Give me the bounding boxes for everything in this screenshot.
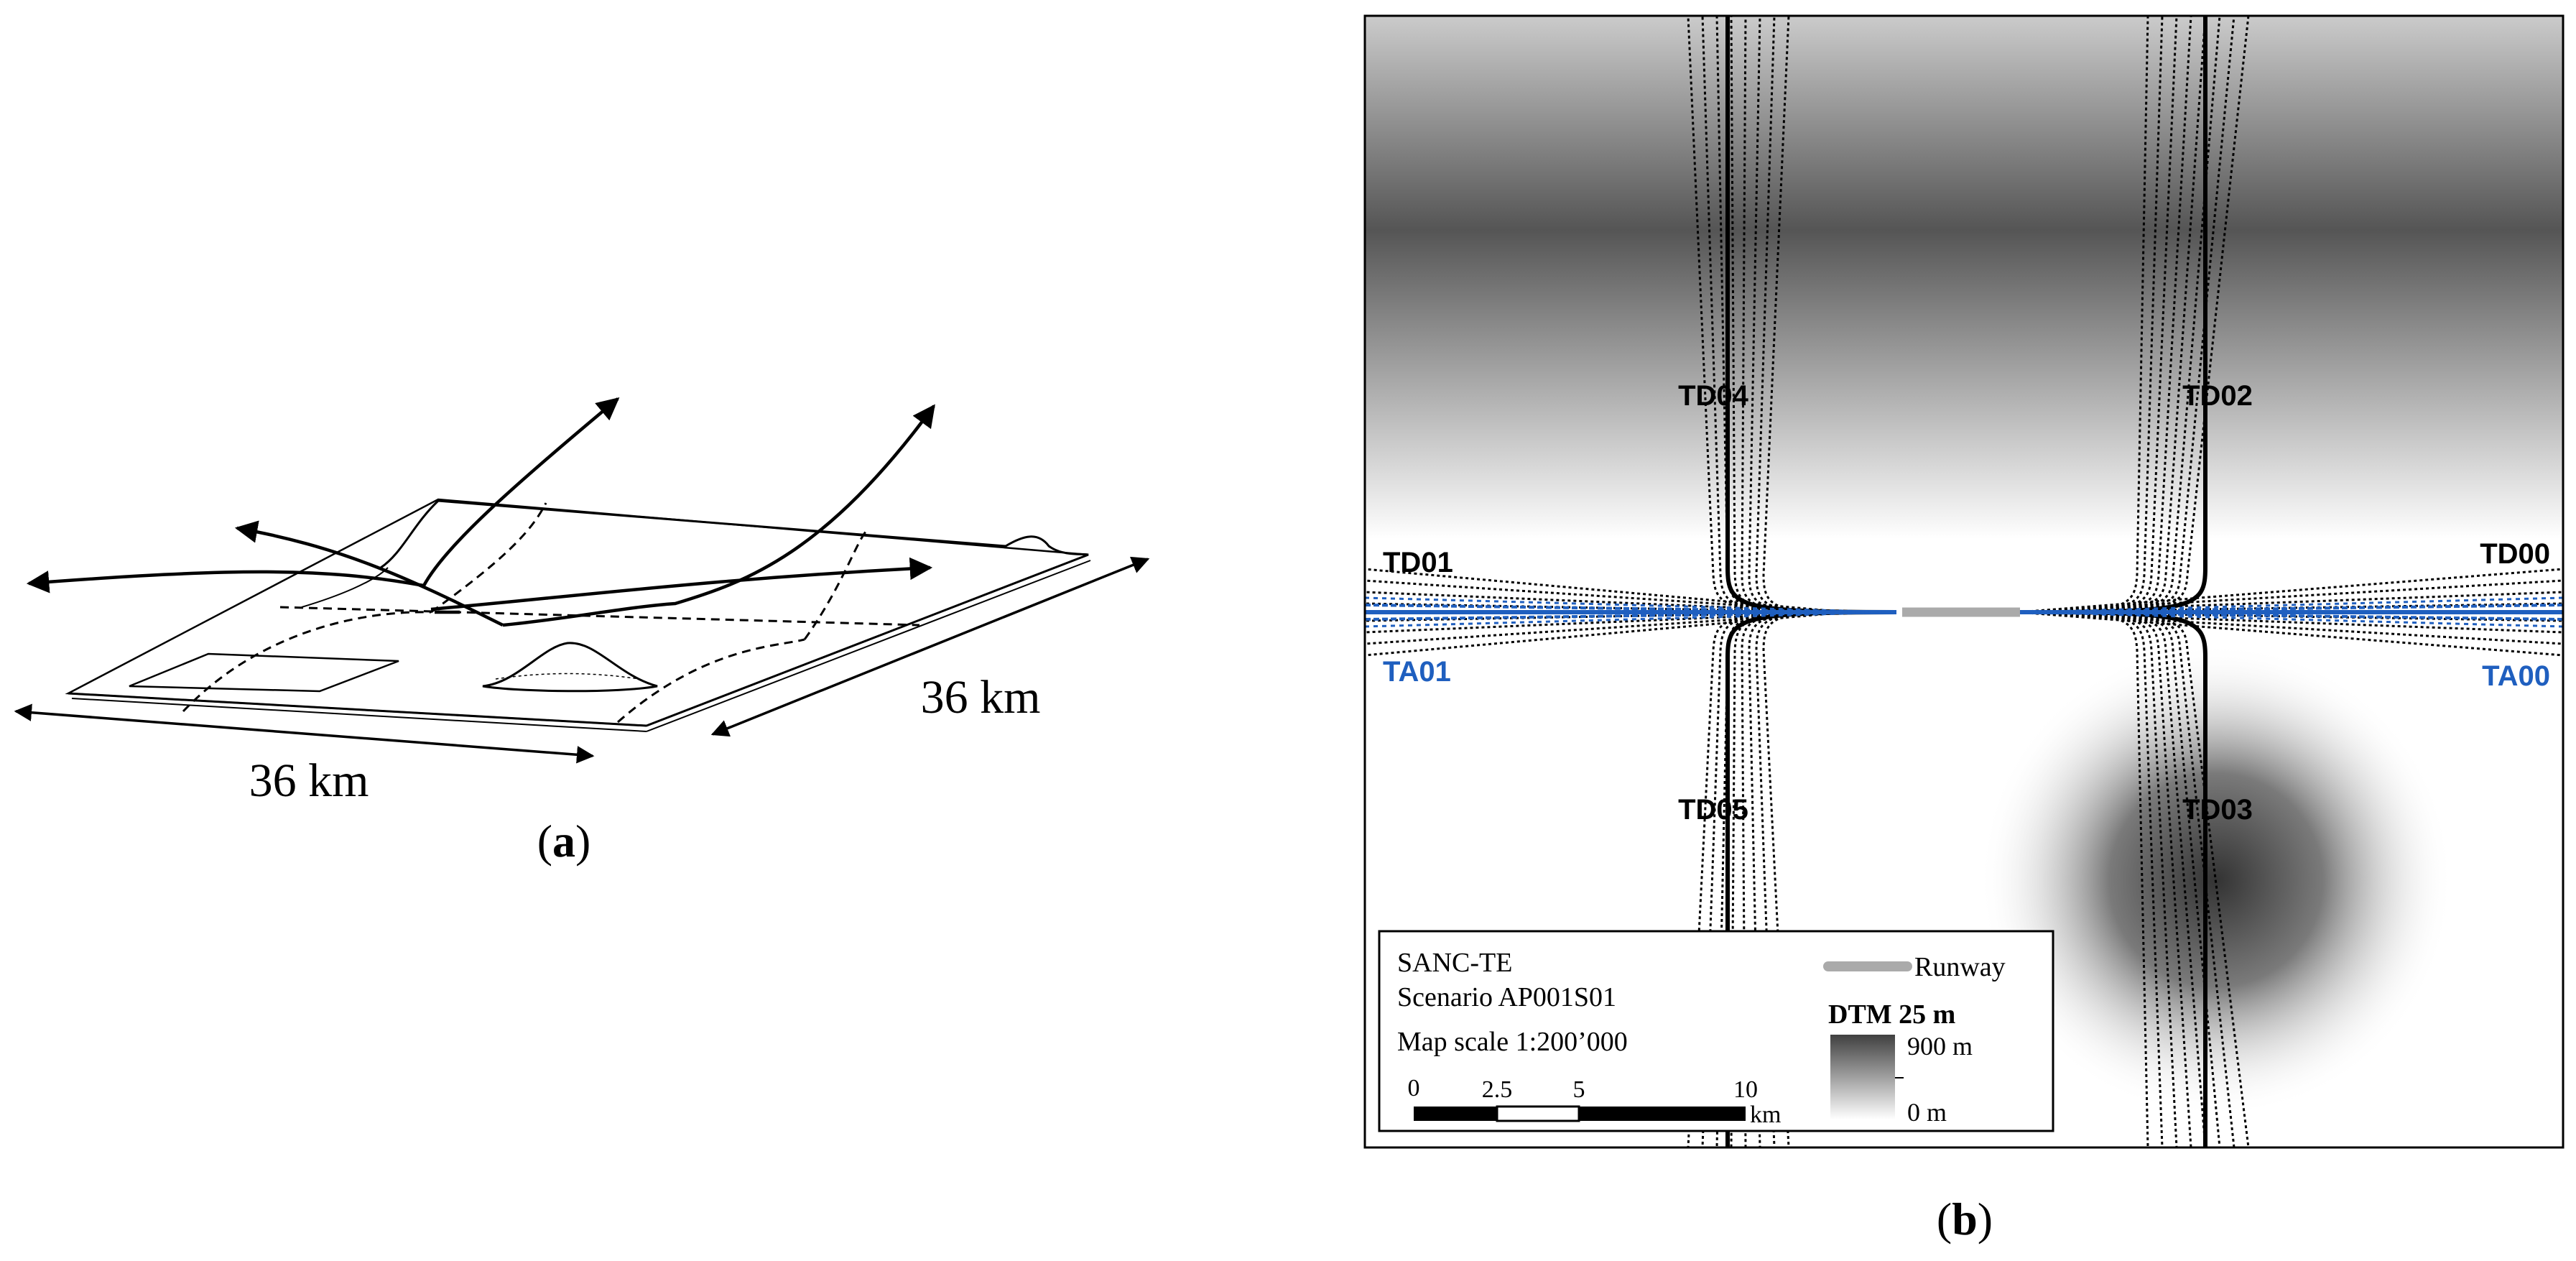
panel-a: 36 km 36 km (a) — [14, 397, 1150, 867]
label-td05: TD05 — [1678, 794, 1748, 826]
flight-paths — [26, 397, 935, 627]
terrain-ridge — [1365, 16, 2563, 539]
flight-path-4 — [502, 404, 935, 627]
legend-runway-label: Runway — [1914, 952, 2006, 982]
legend-dtm-ramp — [1830, 1035, 1895, 1119]
dimension-arrow-right — [710, 556, 1150, 737]
label-td02: TD02 — [2182, 380, 2253, 412]
scalebar-tick-10: 10 — [1733, 1076, 1758, 1103]
legend-dtm-title: DTM 25 m — [1828, 999, 1955, 1030]
ridge-profile — [380, 499, 1089, 569]
label-td01: TD01 — [1383, 547, 1453, 578]
legend-map-scale: Map scale 1:200’000 — [1397, 1027, 1628, 1057]
dimension-arrow-bottom — [14, 703, 595, 764]
flight-path-2 — [26, 570, 425, 593]
label-td04: TD04 — [1678, 380, 1749, 412]
dimension-label-right: 36 km — [921, 671, 1041, 724]
legend-dtm-min: 0 m — [1907, 1098, 1947, 1127]
track-labels: TD04 TD02 TD01 TD00 TA01 TA00 TD05 TD03 — [1383, 380, 2550, 826]
arrival-tracks — [1365, 596, 2563, 628]
scalebar-tick-2-5: 2.5 — [1482, 1076, 1513, 1103]
dimension-label-bottom: 36 km — [249, 754, 369, 807]
caption-b: (b) — [1937, 1193, 1993, 1244]
scale-bar: 0 2.5 5 10 km — [1408, 1075, 1782, 1128]
flight-path-1 — [422, 397, 620, 587]
airport-area — [129, 652, 399, 693]
caption-b-letter: b — [1952, 1193, 1978, 1244]
legend-dtm-max: 900 m — [1907, 1032, 1973, 1061]
label-td03: TD03 — [2182, 794, 2253, 826]
legend-scenario: Scenario AP001S01 — [1397, 982, 1616, 1012]
legend: SANC-TE Scenario AP001S01 Map scale 1:20… — [1378, 930, 2054, 1132]
caption-a: (a) — [537, 816, 591, 867]
label-ta00: TA00 — [2482, 660, 2550, 692]
legend-software: SANC-TE — [1397, 948, 1512, 978]
caption-a-letter: a — [552, 816, 575, 867]
hill — [482, 642, 658, 693]
label-ta01: TA01 — [1383, 656, 1451, 688]
ridge-foot — [301, 567, 389, 608]
scalebar-unit: km — [1750, 1101, 1781, 1128]
panel-b: TD04 TD02 TD01 TD00 TA01 TA00 TD05 TD03 … — [1363, 14, 2565, 1244]
label-td00: TD00 — [2480, 538, 2550, 570]
map-frame — [1363, 14, 2565, 1149]
scalebar-tick-5: 5 — [1573, 1076, 1585, 1103]
scalebar-tick-0: 0 — [1408, 1075, 1420, 1101]
